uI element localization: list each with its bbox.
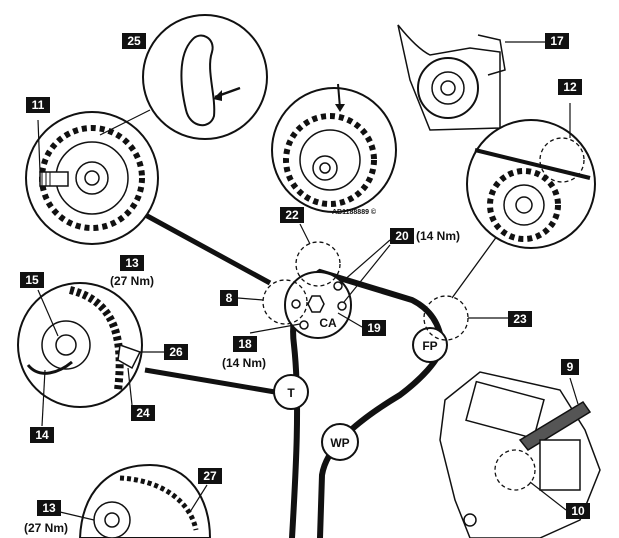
callout-13-upper-text: 13 — [125, 256, 139, 270]
fuel-pump-pulley-label: FP — [422, 339, 437, 353]
torque-18: (14 Nm) — [222, 356, 266, 370]
tensioner-pulley: T — [144, 367, 309, 410]
detail-inset-crankshaft-sprocket — [59, 463, 212, 538]
callout-11-text: 11 — [32, 98, 45, 112]
torque-20: (14 Nm) — [416, 229, 460, 243]
callout-26-text: 26 — [169, 345, 183, 359]
detail-inset-locking-tool — [439, 371, 601, 538]
camshaft-pulley-label: CA — [319, 316, 337, 330]
camshaft-pulley: CA — [284, 271, 352, 339]
callout-20-text: 20 — [395, 229, 409, 243]
callout-24-text: 24 — [136, 406, 150, 420]
callout-12-text: 12 — [563, 80, 577, 94]
callout-18: 18 (14 Nm) — [222, 336, 266, 370]
water-pump-pulley: WP — [321, 423, 359, 461]
fuel-pump-pulley: FP — [412, 327, 448, 363]
detail-inset-camshaft-lock — [25, 109, 272, 286]
callout-26: 26 — [164, 344, 188, 360]
callout-17-text: 17 — [550, 34, 564, 48]
callout-23-text: 23 — [513, 312, 527, 326]
callout-25: 25 — [122, 33, 146, 49]
callout-13-lower-text: 13 — [42, 501, 56, 515]
torque-13-upper: (27 Nm) — [110, 274, 154, 288]
callout-14-text: 14 — [35, 428, 49, 442]
detail-inset-tensioner-assembly — [397, 24, 545, 131]
torque-13-lower: (27 Nm) — [24, 521, 68, 535]
water-pump-pulley-label: WP — [330, 436, 349, 450]
callout-19-text: 19 — [367, 321, 381, 335]
callout-8: 8 — [220, 290, 238, 306]
callout-24: 24 — [131, 405, 155, 421]
detail-inset-tensioner-adjust — [17, 282, 164, 427]
callout-27: 27 — [198, 468, 222, 484]
callout-9-text: 9 — [567, 360, 574, 374]
reference-code: AB1188889 © — [332, 208, 377, 216]
callout-10-text: 10 — [571, 504, 585, 518]
callout-23: 23 — [508, 311, 532, 327]
callout-25-text: 25 — [127, 34, 141, 48]
callout-22-text: 22 — [285, 208, 299, 222]
callout-8-text: 8 — [226, 291, 233, 305]
callout-12: 12 — [558, 79, 582, 95]
callout-20: 20 (14 Nm) — [390, 228, 460, 244]
callout-13-lower: 13 (27 Nm) — [24, 500, 68, 535]
leader-lines — [237, 223, 508, 334]
detail-inset-slot — [142, 14, 268, 140]
callout-10: 10 — [566, 503, 590, 519]
tensioner-pulley-label: T — [287, 386, 295, 400]
callout-11: 11 — [26, 97, 50, 113]
callout-17: 17 — [545, 33, 569, 49]
callout-15-text: 15 — [25, 273, 39, 287]
detail-inset-fuel-pump-sprocket — [451, 103, 596, 299]
callout-13-upper: 13 (27 Nm) — [110, 255, 154, 288]
callout-22: 22 — [280, 207, 304, 223]
callout-9: 9 — [561, 359, 579, 375]
callout-27-text: 27 — [203, 469, 217, 483]
callout-18-text: 18 — [238, 337, 252, 351]
detail-inset-camshaft-sprocket: AB1188889 © — [271, 83, 397, 216]
callout-19: 19 — [362, 320, 386, 336]
callout-15: 15 — [20, 272, 44, 288]
callout-14: 14 — [30, 427, 54, 443]
